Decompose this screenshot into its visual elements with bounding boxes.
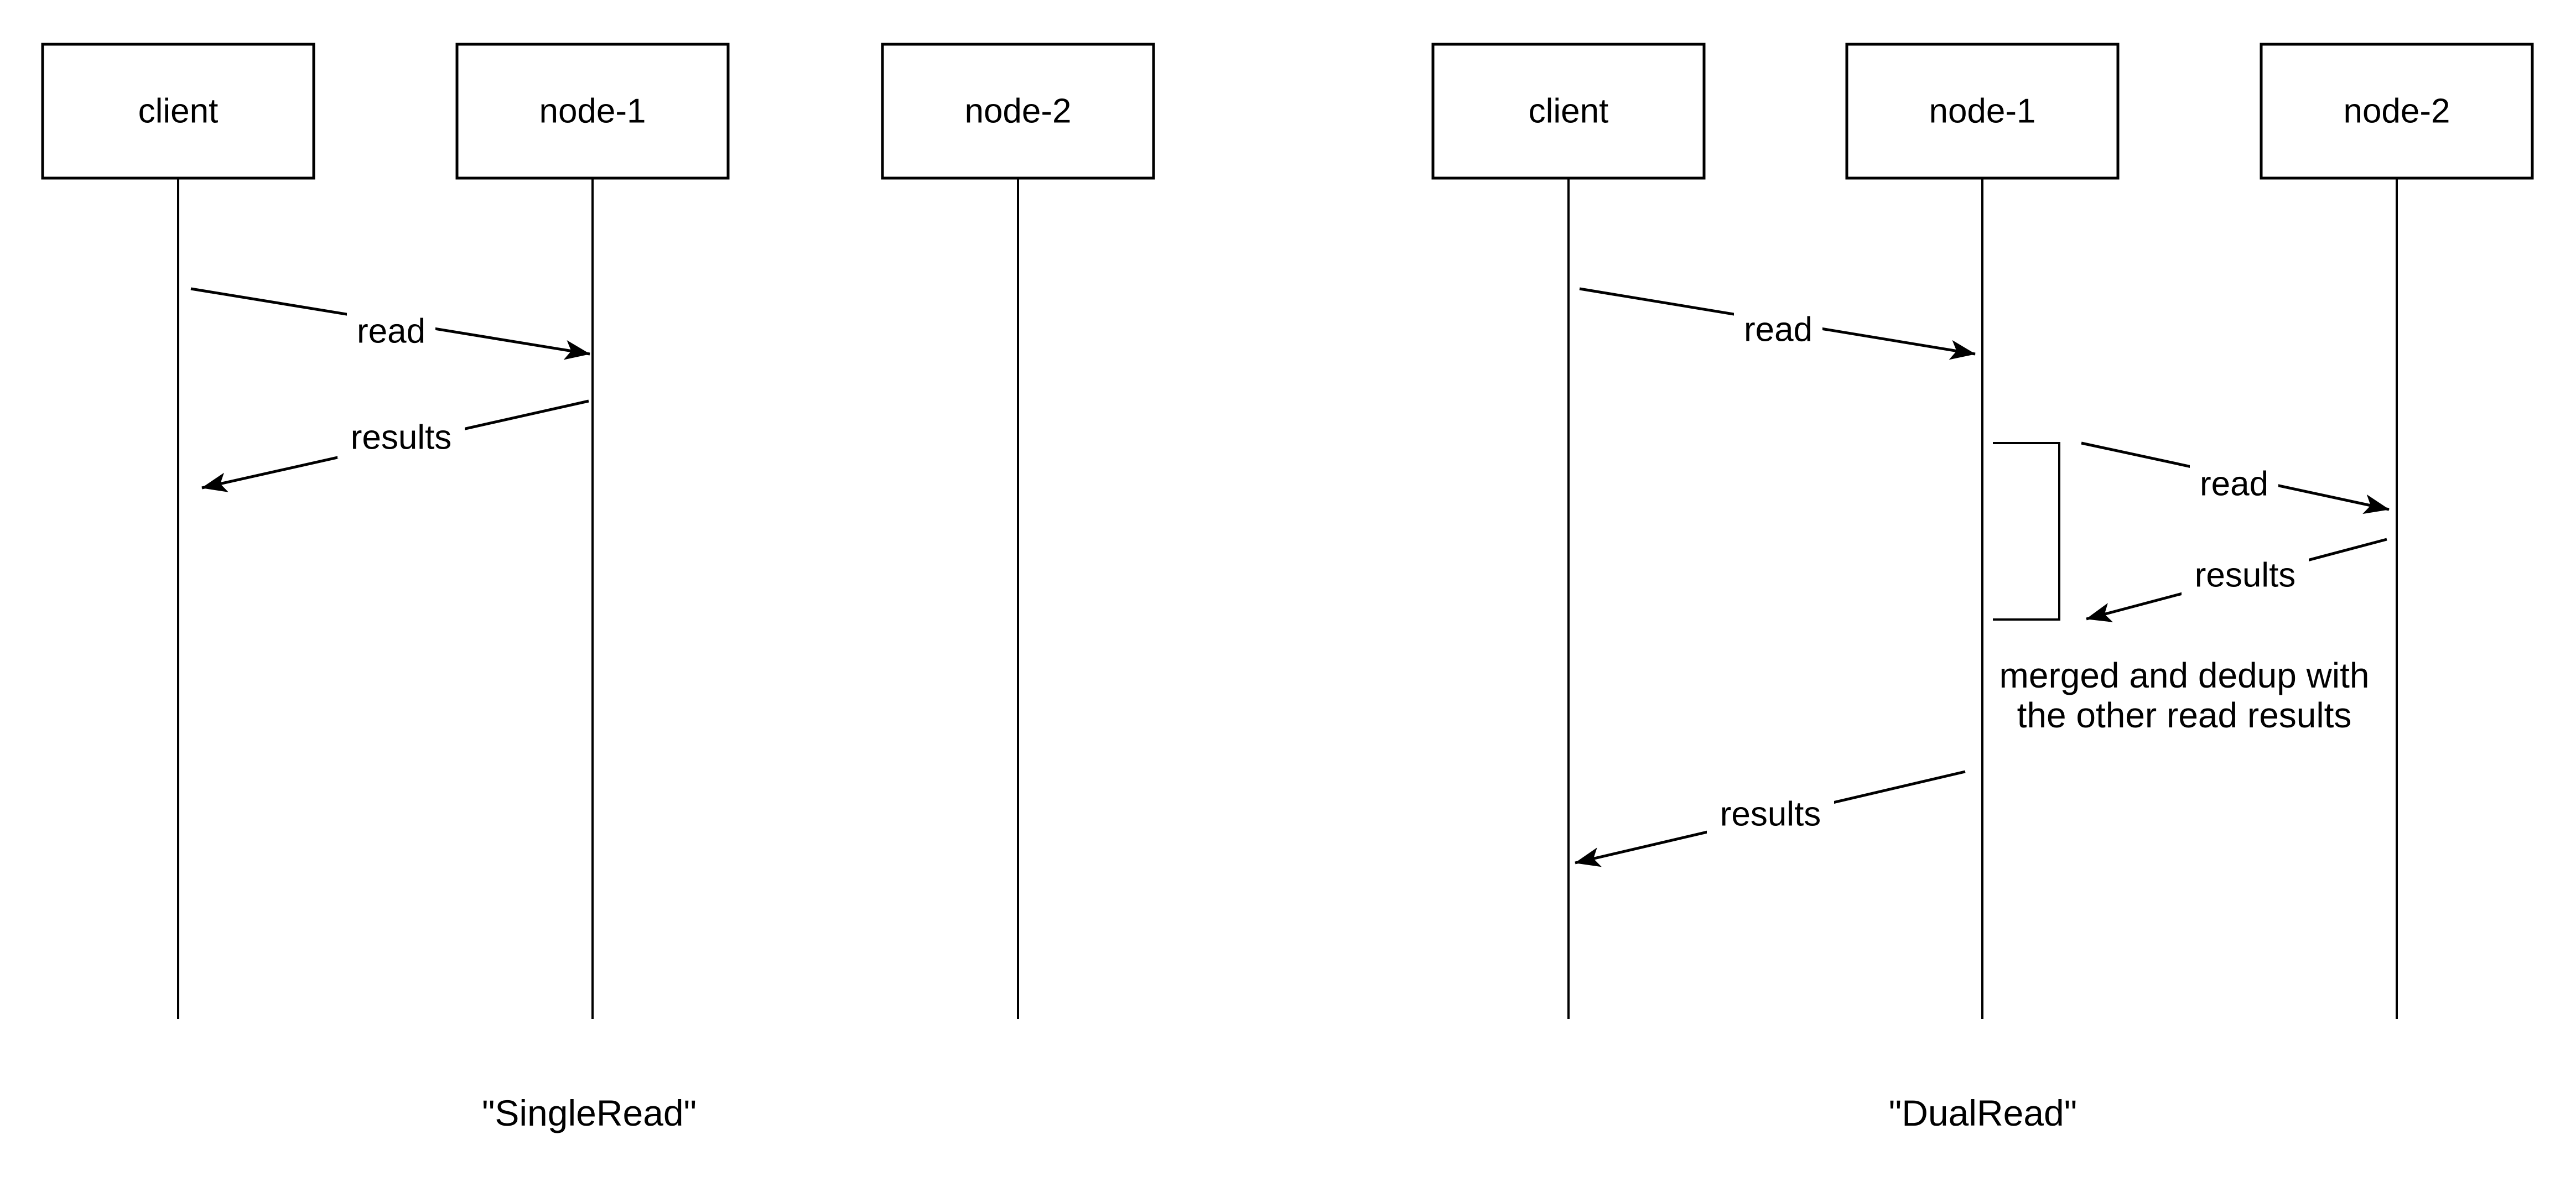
message-label-background [337, 417, 465, 459]
diagram-singleread: client node-1 node-2 read results "Singl… [41, 43, 1155, 1133]
message-label-background [1734, 309, 1822, 351]
message-label-background [347, 310, 435, 352]
diagram-title-singleread: "SingleRead" [482, 1092, 697, 1133]
message-label-background [2190, 463, 2278, 505]
actor-box-node-2 [881, 43, 1155, 180]
message-label-results: results [351, 419, 452, 457]
actor-box-node-2 [2260, 43, 2534, 180]
activation-bracket [1993, 442, 2060, 621]
message-label-results: results [2195, 556, 2296, 595]
actor-box-client [41, 43, 315, 180]
actor-label-node-2: node-2 [964, 92, 1071, 131]
actor-label-node-1: node-1 [539, 92, 646, 131]
message-label-background [2182, 554, 2309, 596]
actor-label-client: client [138, 92, 219, 131]
actor-label-node-2: node-2 [2343, 92, 2450, 131]
diagram-dualread: client node-1 node-2 read read results m… [1431, 43, 2534, 1133]
actor-box-node-1 [455, 43, 730, 180]
actor-label-client: client [1529, 92, 1609, 131]
actor-label-node-1: node-1 [1929, 92, 2035, 131]
diagram-title-dualread: "DualRead" [1889, 1092, 2077, 1133]
message-label-background [1707, 793, 1834, 835]
note-text-line-2: the other read results [2017, 695, 2352, 735]
message-label-read: read [357, 313, 425, 351]
message-label-read: read [2200, 465, 2268, 503]
message-label-results: results [1720, 795, 1821, 834]
message-label-read: read [1744, 311, 1812, 349]
actor-box-client [1431, 43, 1706, 180]
actor-box-node-1 [1845, 43, 2120, 180]
note-text-line-1: merged and dedup with [1999, 655, 2370, 695]
